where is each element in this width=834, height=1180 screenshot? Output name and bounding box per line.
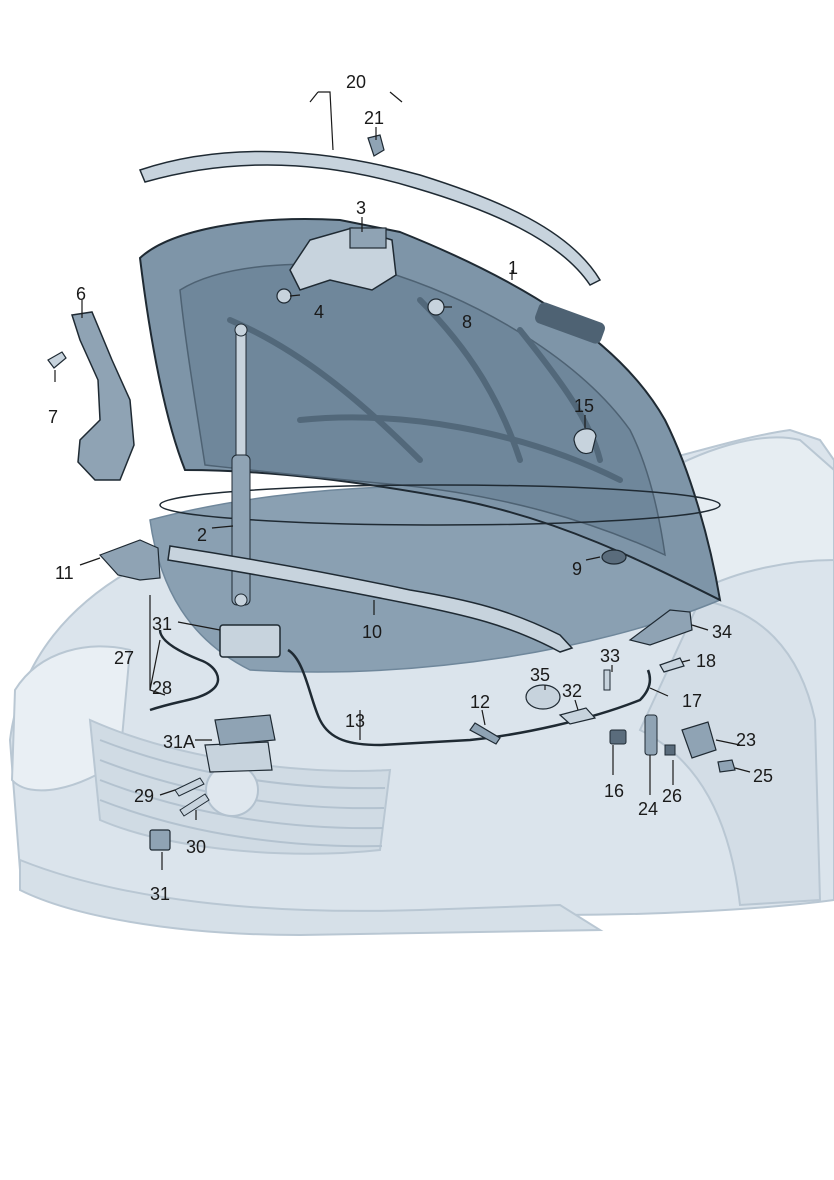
callout-21: 21 (364, 108, 384, 128)
part-grommet-8 (427, 298, 445, 316)
part-bolt-7 (47, 351, 67, 369)
part-cap-35 (525, 684, 561, 710)
part-nut-31 (149, 829, 171, 851)
callout-2: 2 (197, 525, 207, 545)
part-connector-24 (644, 714, 658, 756)
part-plate-32 (558, 707, 597, 725)
part-grommet-9 (601, 549, 627, 565)
callout-24: 24 (638, 799, 658, 819)
callout-27: 27 (114, 648, 134, 668)
callouts: 20 21 3 1 4 8 6 7 15 2 9 11 10 31 34 27 … (48, 72, 773, 904)
part-bolt-4 (276, 288, 292, 304)
callout-28: 28 (152, 678, 172, 698)
part-hood-lock-3 (289, 227, 397, 291)
callout-32: 32 (562, 681, 582, 701)
bumper-lower (19, 858, 604, 937)
part-bolt-18 (659, 657, 685, 673)
callout-33: 33 (600, 646, 620, 666)
part-hinge-6 (71, 311, 135, 481)
callout-30: 30 (186, 837, 206, 857)
part-buffer-15 (573, 428, 597, 455)
part-bracket-23 (681, 721, 717, 759)
callout-1: 1 (508, 258, 518, 278)
part-bracket-31A (204, 714, 276, 773)
callout-8: 8 (462, 312, 472, 332)
callout-12: 12 (470, 692, 490, 712)
callout-10: 10 (362, 622, 382, 642)
callout-15: 15 (574, 396, 594, 416)
part-switch-16 (609, 729, 627, 745)
callout-3: 3 (356, 198, 366, 218)
callout-31A: 31A (163, 732, 195, 752)
hood-insulation-pad (535, 302, 605, 344)
callout-25: 25 (753, 766, 773, 786)
callout-17: 17 (682, 691, 702, 711)
callout-13: 13 (345, 711, 365, 731)
callout-23: 23 (736, 730, 756, 750)
callout-16: 16 (604, 781, 624, 801)
callout-26: 26 (662, 786, 682, 806)
callout-11: 11 (55, 563, 74, 583)
callout-34: 34 (712, 622, 732, 642)
callout-7: 7 (48, 407, 58, 427)
hood-lower-edge (159, 484, 721, 526)
callout-31-bottom: 31 (150, 884, 170, 904)
callout-20: 20 (346, 72, 366, 92)
part-screw-29 (174, 777, 205, 797)
hood-ribs (227, 297, 623, 483)
callout-4: 4 (314, 302, 324, 322)
leader-lines (54, 91, 751, 870)
part-screw-33 (603, 669, 611, 691)
hood-seal-strip (138, 150, 602, 286)
callout-29: 29 (134, 786, 154, 806)
part-screw-30 (179, 793, 210, 817)
car-body (8, 428, 834, 937)
part-bracket-11 (98, 539, 161, 581)
callout-18: 18 (696, 651, 716, 671)
part-handle-12 (469, 722, 501, 745)
fender-right (638, 598, 822, 907)
part-seal-10 (167, 545, 574, 653)
part-nut-26 (664, 744, 676, 756)
callout-9: 9 (572, 559, 582, 579)
part-cable-13 (287, 648, 652, 747)
hood (138, 218, 722, 602)
callout-35: 35 (530, 665, 550, 685)
callout-31-top: 31 (152, 614, 172, 634)
part-latch-31 (219, 624, 281, 658)
part-cable-28 (149, 629, 220, 712)
callout-6: 6 (76, 284, 86, 304)
part-bracket-34 (628, 609, 693, 646)
part-clip-25 (717, 759, 736, 773)
